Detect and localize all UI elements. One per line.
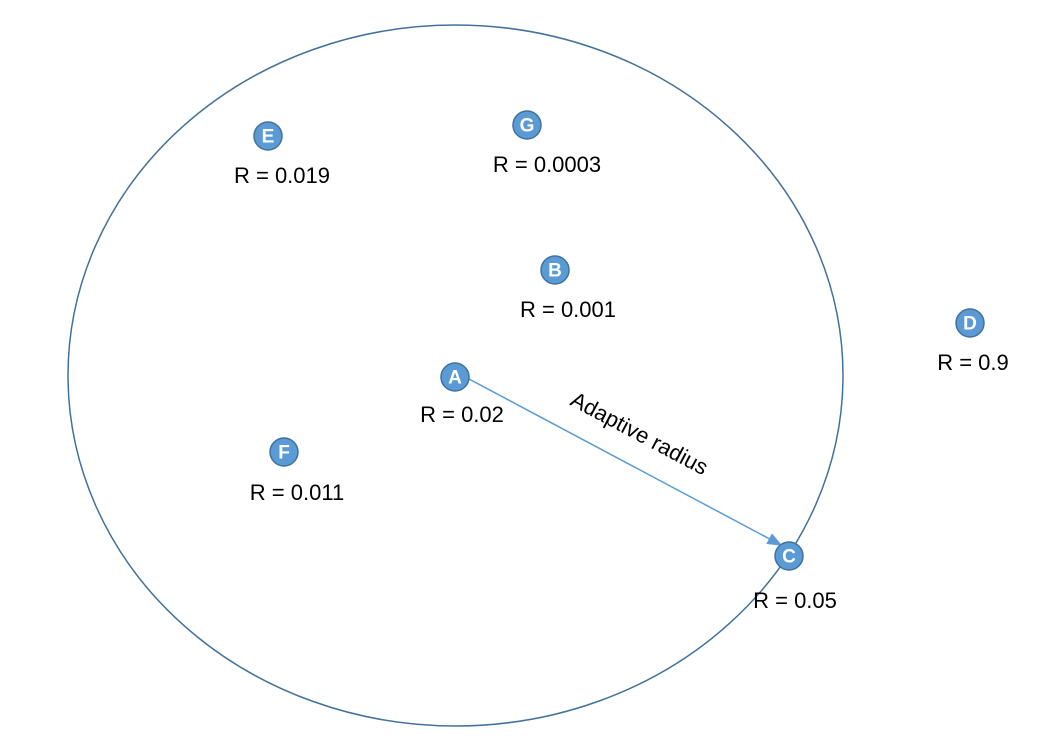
node-id: C	[782, 547, 796, 568]
adaptive-radius-label: Adaptive radius	[567, 387, 713, 480]
node-circle	[955, 308, 985, 338]
node-g: G R = 0.0003	[493, 110, 601, 177]
node-circle	[540, 255, 570, 285]
node-f: F R = 0.011	[250, 437, 344, 505]
node-r-label: R = 0.02	[420, 402, 504, 427]
node-circle	[512, 110, 542, 140]
node-e: E R = 0.019	[234, 121, 330, 188]
node-a: A R = 0.02	[420, 362, 504, 427]
node-r-label: R = 0.9	[937, 350, 1009, 375]
adaptive-radius-arrow	[468, 378, 783, 546]
node-circle	[440, 362, 470, 392]
node-id: B	[548, 261, 562, 282]
node-r-label: R = 0.019	[234, 163, 330, 188]
node-id: A	[448, 368, 462, 389]
node-circle	[269, 437, 299, 467]
node-id: F	[278, 443, 290, 464]
node-r-label: R = 0.001	[520, 297, 616, 322]
node-circle	[253, 121, 283, 151]
node-r-label: R = 0.011	[250, 480, 344, 505]
radius-ellipse	[67, 24, 844, 727]
node-circle	[774, 541, 804, 571]
node-id: E	[262, 127, 275, 148]
node-r-label: R = 0.05	[753, 588, 837, 613]
node-r-label: R = 0.0003	[493, 152, 601, 177]
node-id: D	[963, 314, 977, 335]
node-c: C R = 0.05	[753, 541, 837, 613]
node-d: D R = 0.9	[937, 308, 1009, 375]
node-b: B R = 0.001	[520, 255, 616, 322]
node-id: G	[520, 116, 535, 137]
